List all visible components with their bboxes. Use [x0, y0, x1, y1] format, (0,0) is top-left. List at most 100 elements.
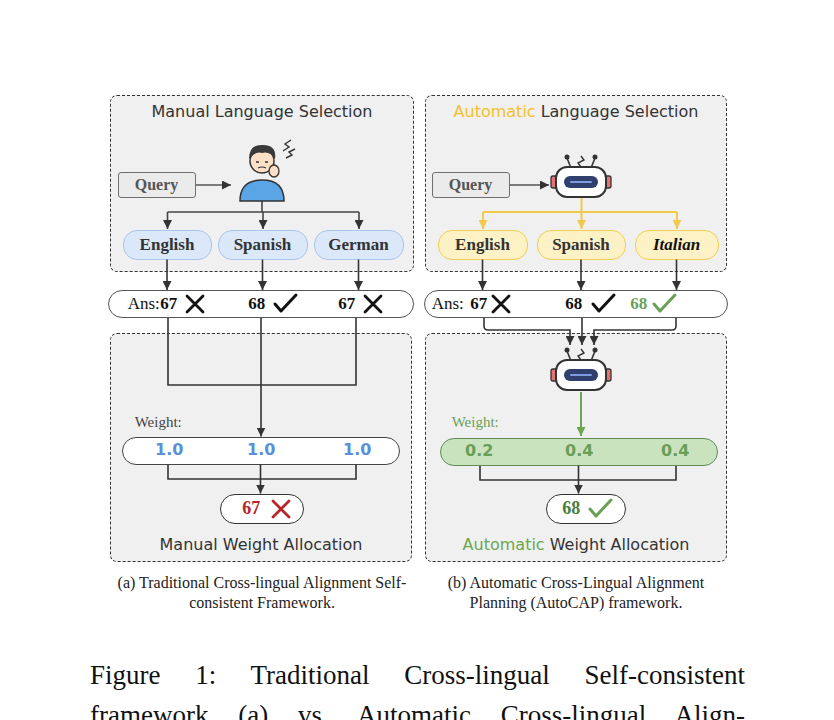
node-text: 0.4	[661, 442, 689, 460]
robot-antenna	[567, 351, 571, 361]
node-text: 0.4	[565, 442, 593, 460]
robot-ear	[551, 176, 557, 188]
person-mouth	[258, 167, 266, 168]
panel-heading: Manual Language Selection	[111, 103, 413, 121]
node-text: Query	[135, 176, 179, 194]
person-icon	[240, 140, 295, 201]
node-text: 1.0	[155, 441, 183, 459]
node-text: 67	[338, 295, 355, 313]
robot-antenna-tip	[565, 348, 570, 353]
node-text: Weight:	[452, 413, 499, 431]
robot-antenna	[578, 349, 584, 360]
result-box: 67	[220, 494, 304, 524]
node-text: Automatic	[463, 536, 545, 554]
stress-mark	[283, 140, 291, 151]
flow-line	[262, 212, 264, 229]
panel-heading: Automatic Language Selection	[426, 103, 726, 121]
node-text: Italian	[653, 236, 700, 254]
language-pill: Italian	[635, 230, 719, 260]
node-text: English	[140, 236, 195, 254]
flow-line	[358, 212, 360, 229]
flow-line	[581, 198, 583, 212]
robot-visor-light	[571, 181, 591, 183]
flow-line	[581, 212, 583, 229]
check-mark	[593, 295, 614, 311]
flow-line	[580, 392, 582, 436]
node-text: 68	[565, 295, 582, 313]
robot-ear	[605, 369, 611, 381]
robot-visor	[564, 369, 598, 381]
flow-line	[261, 201, 263, 212]
answer-bar: Ans: 67 68 68	[424, 290, 728, 318]
flow-line	[480, 466, 676, 480]
flow-line	[594, 318, 676, 345]
robot-antenna	[578, 156, 584, 167]
node-text: German	[328, 236, 388, 254]
flow-line	[581, 318, 583, 345]
node-text: 68	[562, 499, 580, 517]
dashed-panel: Weight:1.01.01.067Manual Weight Allocati…	[110, 333, 412, 562]
flow-arrow	[578, 466, 580, 494]
node-text: Weight:	[135, 413, 182, 431]
node-text: Automatic	[454, 103, 536, 121]
cross-mark	[365, 296, 381, 312]
flow-line	[196, 184, 231, 186]
node-text: 68	[630, 295, 647, 313]
weight-bar: Weight:0.20.40.4	[440, 438, 718, 466]
node-text: Manual Language Selection	[151, 103, 372, 121]
robot-antenna-tip	[593, 348, 598, 353]
flow-line	[676, 212, 678, 229]
check-mark	[654, 295, 675, 311]
panel-heading: Manual Weight Allocation	[111, 536, 411, 554]
node-text: Ans:	[432, 295, 464, 313]
result-box: 68	[546, 494, 626, 524]
language-pill: German	[314, 230, 404, 260]
flow-arrow	[166, 260, 168, 291]
person-eyes	[256, 161, 268, 162]
person-hand	[269, 165, 279, 177]
flow-arrow	[482, 260, 484, 291]
robot-head	[556, 167, 606, 197]
flow-line	[482, 212, 484, 229]
flow-line	[483, 211, 677, 213]
node-text: 67	[470, 295, 487, 313]
node-text: 67	[242, 499, 260, 517]
node-text: English	[455, 236, 510, 254]
figure-caption: Figure 1: Traditional Cross-lingual Self…	[90, 655, 745, 720]
node-text: 1.0	[343, 441, 371, 459]
weight-bar: Weight:1.01.01.0	[122, 437, 400, 465]
stress-mark	[286, 149, 295, 158]
language-pill: Spanish	[218, 230, 308, 260]
check-mark	[590, 500, 611, 516]
query-box: Query	[118, 172, 196, 198]
flow-arrow	[676, 260, 678, 291]
language-pill: English	[123, 230, 212, 260]
node-text: Query	[449, 176, 493, 194]
answer-bar: Ans:676867	[108, 290, 414, 318]
person-hair	[249, 145, 275, 159]
cross-mark	[273, 501, 289, 517]
sub-caption: (b) Automatic Cross-Lingual Alignment Pl…	[426, 573, 726, 613]
robot-visor	[564, 176, 598, 188]
flow-line	[168, 211, 360, 213]
node-text: 67	[160, 295, 177, 313]
dashed-panel: QueryEnglishSpanishItalianAutomaticLangu…	[425, 95, 727, 272]
flow-arrow	[260, 465, 262, 494]
flow-line	[168, 318, 356, 385]
node-text: Language Selection	[541, 103, 699, 121]
robot-ear	[551, 369, 557, 381]
connectors	[167, 260, 677, 494]
node-text: Weight Allocation	[550, 536, 690, 554]
person-head	[250, 149, 274, 173]
flow-line	[168, 465, 356, 479]
node-text: Ans:	[128, 295, 160, 313]
query-box: Query	[432, 172, 510, 198]
flow-line	[510, 184, 549, 186]
node-text: Spanish	[234, 236, 292, 254]
panel-heading: Automatic Weight Allocation	[426, 536, 726, 554]
cross-mark	[493, 296, 509, 312]
node-text: 68	[248, 295, 265, 313]
robot-ear	[605, 176, 611, 188]
